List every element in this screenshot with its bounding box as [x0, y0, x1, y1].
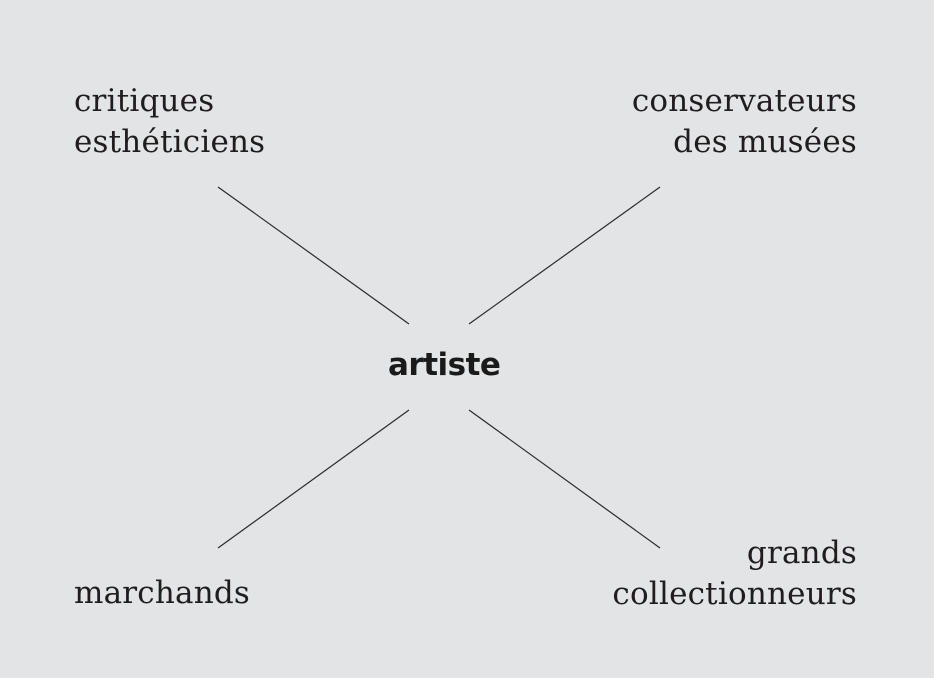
node-artiste: artiste: [388, 347, 501, 383]
node-label-line: critiques: [74, 83, 215, 119]
node-grands-collectionneurs: grands collectionneurs: [612, 533, 857, 615]
connector-bottom-left: [217, 409, 410, 549]
node-label-line: grands: [746, 535, 857, 571]
node-label-line: des musées: [673, 124, 857, 160]
node-conservateurs-musees: conservateurs des musées: [632, 81, 857, 163]
connector-bottom-right: [468, 409, 661, 549]
node-label-line: conservateurs: [631, 83, 857, 119]
node-label-line: collectionneurs: [612, 576, 857, 612]
node-label-line: esthéticiens: [74, 124, 266, 160]
connector-top-right: [468, 186, 661, 325]
connector-top-left: [217, 186, 410, 325]
node-label-line: marchands: [74, 575, 251, 611]
node-marchands: marchands: [74, 573, 250, 614]
node-critiques-estheticiens: critiques esthéticiens: [74, 81, 265, 163]
